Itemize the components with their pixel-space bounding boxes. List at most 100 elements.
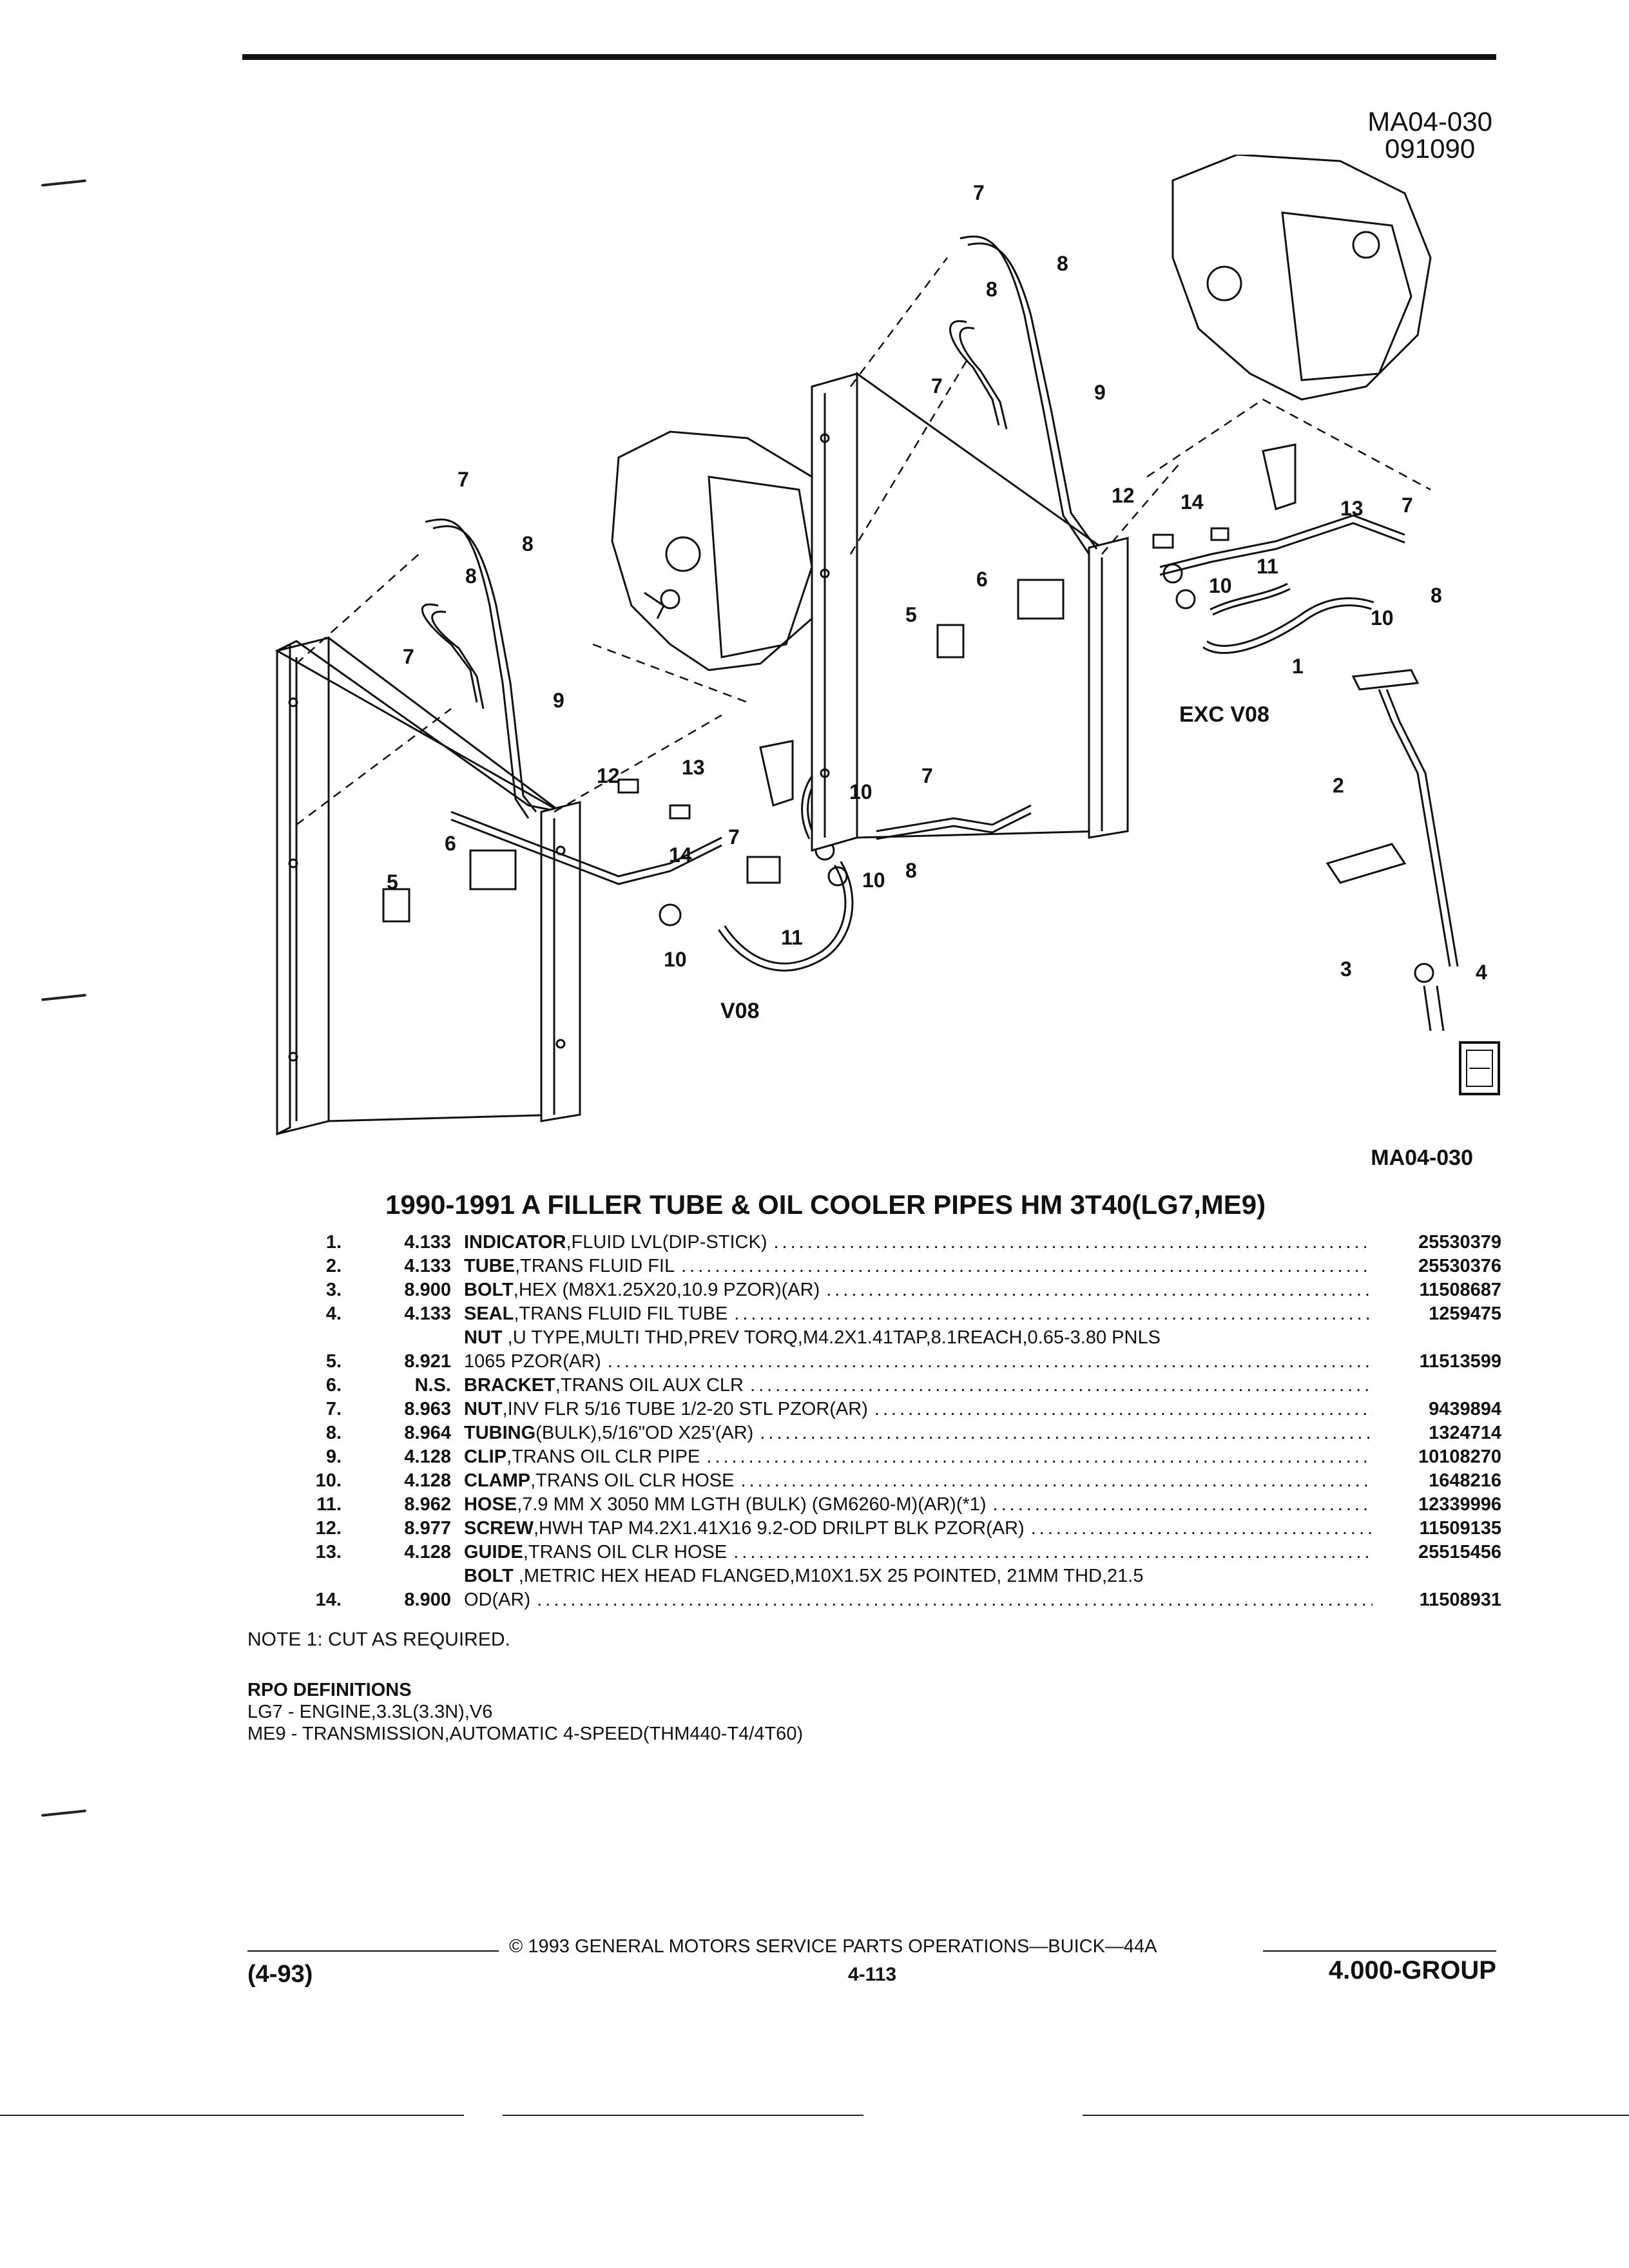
part-name: NUT (464, 1399, 503, 1419)
callout-11: 11 (1257, 555, 1278, 578)
item-number: 8. (325, 1423, 342, 1443)
part-desc: ,TRANS OIL CLR HOSE (523, 1542, 728, 1562)
item-number: 3. (325, 1280, 342, 1300)
binder-hole-mark (41, 179, 87, 187)
dipstick-assembly (1325, 669, 1459, 1032)
left-transmission (611, 430, 826, 671)
item-number: 7. (325, 1399, 342, 1419)
callout-5: 5 (905, 603, 917, 626)
diagram-id: MA04-030 091090 (1367, 108, 1492, 162)
item-number: 1. (325, 1232, 342, 1253)
part-number: 25530379 (1418, 1232, 1501, 1253)
callout-12: 12 (1112, 484, 1135, 507)
group-code: 8.964 (404, 1423, 451, 1443)
footer-rule-left (247, 1950, 499, 1952)
diagram-caption: MA04-030 (1371, 1146, 1473, 1170)
part-number: 25530376 (1418, 1256, 1501, 1276)
part-desc: ,TRANS OIL CLR HOSE (530, 1470, 735, 1491)
right-fasteners (936, 443, 1296, 658)
part-desc: ,TRANS OIL CLR PIPE (506, 1446, 700, 1467)
callout-11: 11 (781, 926, 803, 949)
part-desc: ,FLUID LVL(DIP-STICK) (566, 1232, 767, 1253)
parts-row: 13. 4.128 GUIDE ,TRANS OIL CLR HOSE.....… (258, 1541, 1501, 1564)
scan-edge-line (503, 2115, 863, 2116)
callout-10: 10 (1371, 606, 1394, 629)
callout-7: 7 (973, 181, 985, 204)
rpo-line: LG7 - ENGINE,3.3L(3.3N),V6 (247, 1702, 493, 1722)
parts-row: 5. 8.921 NUT ,U TYPE,MULTI THD,PREV TORQ… (258, 1326, 1501, 1374)
part-name: NUT (464, 1327, 503, 1348)
parts-list: 1. 4.133 INDICATOR ,FLUID LVL(DIP-STICK)… (258, 1231, 1501, 1612)
callout-8: 8 (465, 564, 477, 588)
part-number: 11508931 (1419, 1590, 1501, 1610)
left-fasteners (382, 740, 848, 927)
part-number: 12339996 (1418, 1494, 1501, 1515)
dashed-leader-lines (296, 257, 1431, 825)
callout-3: 3 (1340, 957, 1352, 981)
parts-row: 12. 8.977 SCREW ,HWH TAP M4.2X1.41X16 9.… (258, 1517, 1501, 1541)
callout-5: 5 (387, 870, 398, 894)
page-title: 1990-1991 A FILLER TUBE & OIL COOLER PIP… (385, 1189, 1266, 1220)
part-number: 11513599 (1419, 1351, 1501, 1372)
parts-row: 9. 4.128 CLIP ,TRANS OIL CLR PIPE.......… (258, 1445, 1501, 1469)
part-desc: ,METRIC HEX HEAD FLANGED,M10X1.5X 25 POI… (513, 1566, 1144, 1586)
parts-row: 4. 4.133 SEAL ,TRANS FLUID FIL TUBE.....… (258, 1302, 1501, 1326)
footer-rule-right (1263, 1950, 1496, 1952)
item-number: 14. (315, 1590, 342, 1610)
callout-8: 8 (1431, 584, 1442, 607)
parts-row: 2. 4.133 TUBE ,TRANS FLUID FIL..........… (258, 1254, 1501, 1278)
footer-date: (4-93) (247, 1961, 313, 1988)
callout-12: 12 (597, 764, 620, 787)
parts-row: 7. 8.963 NUT ,INV FLR 5/16 TUBE 1/2-20 S… (258, 1398, 1501, 1421)
callout-13: 13 (682, 756, 705, 779)
group-code: 8.921 (404, 1351, 451, 1372)
part-desc: ,7.9 MM X 3050 MM LGTH (BULK) (GM6260-M)… (517, 1494, 987, 1515)
callout-10: 10 (664, 948, 687, 971)
callout-6: 6 (445, 832, 456, 855)
item-number: 4. (325, 1303, 342, 1324)
part-name: BOLT (464, 1566, 514, 1586)
scan-edge-line (1083, 2115, 1629, 2116)
group-code: 8.962 (404, 1494, 451, 1515)
part-number: 10108270 (1418, 1446, 1501, 1467)
callout-7: 7 (728, 825, 740, 849)
group-code: 4.128 (404, 1470, 451, 1491)
part-desc-continued: OD(AR) (464, 1590, 531, 1610)
part-desc-continued: 1065 PZOR(AR) (464, 1351, 601, 1372)
label-exc-v08: EXC V08 (1179, 702, 1269, 727)
item-number: 6. (325, 1375, 342, 1396)
part-number: 1648216 (1429, 1470, 1501, 1491)
group-code: N.S. (414, 1375, 451, 1396)
part-name: TUBE (464, 1256, 515, 1276)
item-number: 5. (325, 1351, 342, 1372)
item-number: 12. (315, 1518, 342, 1539)
diagram-id-line2: 091090 (1385, 133, 1476, 164)
binder-hole-mark (41, 994, 87, 1001)
rpo-heading: RPO DEFINITIONS (247, 1680, 412, 1700)
callout-10: 10 (849, 780, 872, 803)
part-name: CLIP (464, 1446, 507, 1467)
callout-7: 7 (403, 645, 414, 668)
callout-7: 7 (931, 374, 943, 398)
diagram-id-line1: MA04-030 (1367, 106, 1492, 137)
callout-7: 7 (921, 764, 933, 787)
footer-copyright: © 1993 GENERAL MOTORS SERVICE PARTS OPER… (509, 1936, 1157, 1957)
footer-group: 4.000-GROUP (1328, 1956, 1496, 1984)
parts-row: 1. 4.133 INDICATOR ,FLUID LVL(DIP-STICK)… (258, 1231, 1501, 1254)
left-radiator (275, 636, 581, 1136)
callout-8: 8 (1057, 252, 1068, 275)
callout-13: 13 (1340, 497, 1364, 520)
part-name: HOSE (464, 1494, 517, 1515)
part-name: SEAL (464, 1303, 514, 1324)
part-name: CLAMP (464, 1470, 531, 1491)
part-number: 25515456 (1418, 1542, 1501, 1562)
part-desc: ,TRANS FLUID FIL TUBE (514, 1303, 728, 1324)
group-code: 4.133 (404, 1256, 451, 1276)
group-code: 4.128 (404, 1446, 451, 1467)
callouts-right: 7 8 8 7 9 12 14 13 7 6 5 10 11 10 8 1 2 … (905, 181, 1487, 984)
group-code: 4.133 (404, 1232, 451, 1253)
item-number: 2. (325, 1256, 342, 1276)
part-name: BRACKET (464, 1375, 555, 1396)
label-v08: V08 (720, 999, 760, 1023)
part-number: 9439894 (1429, 1399, 1501, 1419)
